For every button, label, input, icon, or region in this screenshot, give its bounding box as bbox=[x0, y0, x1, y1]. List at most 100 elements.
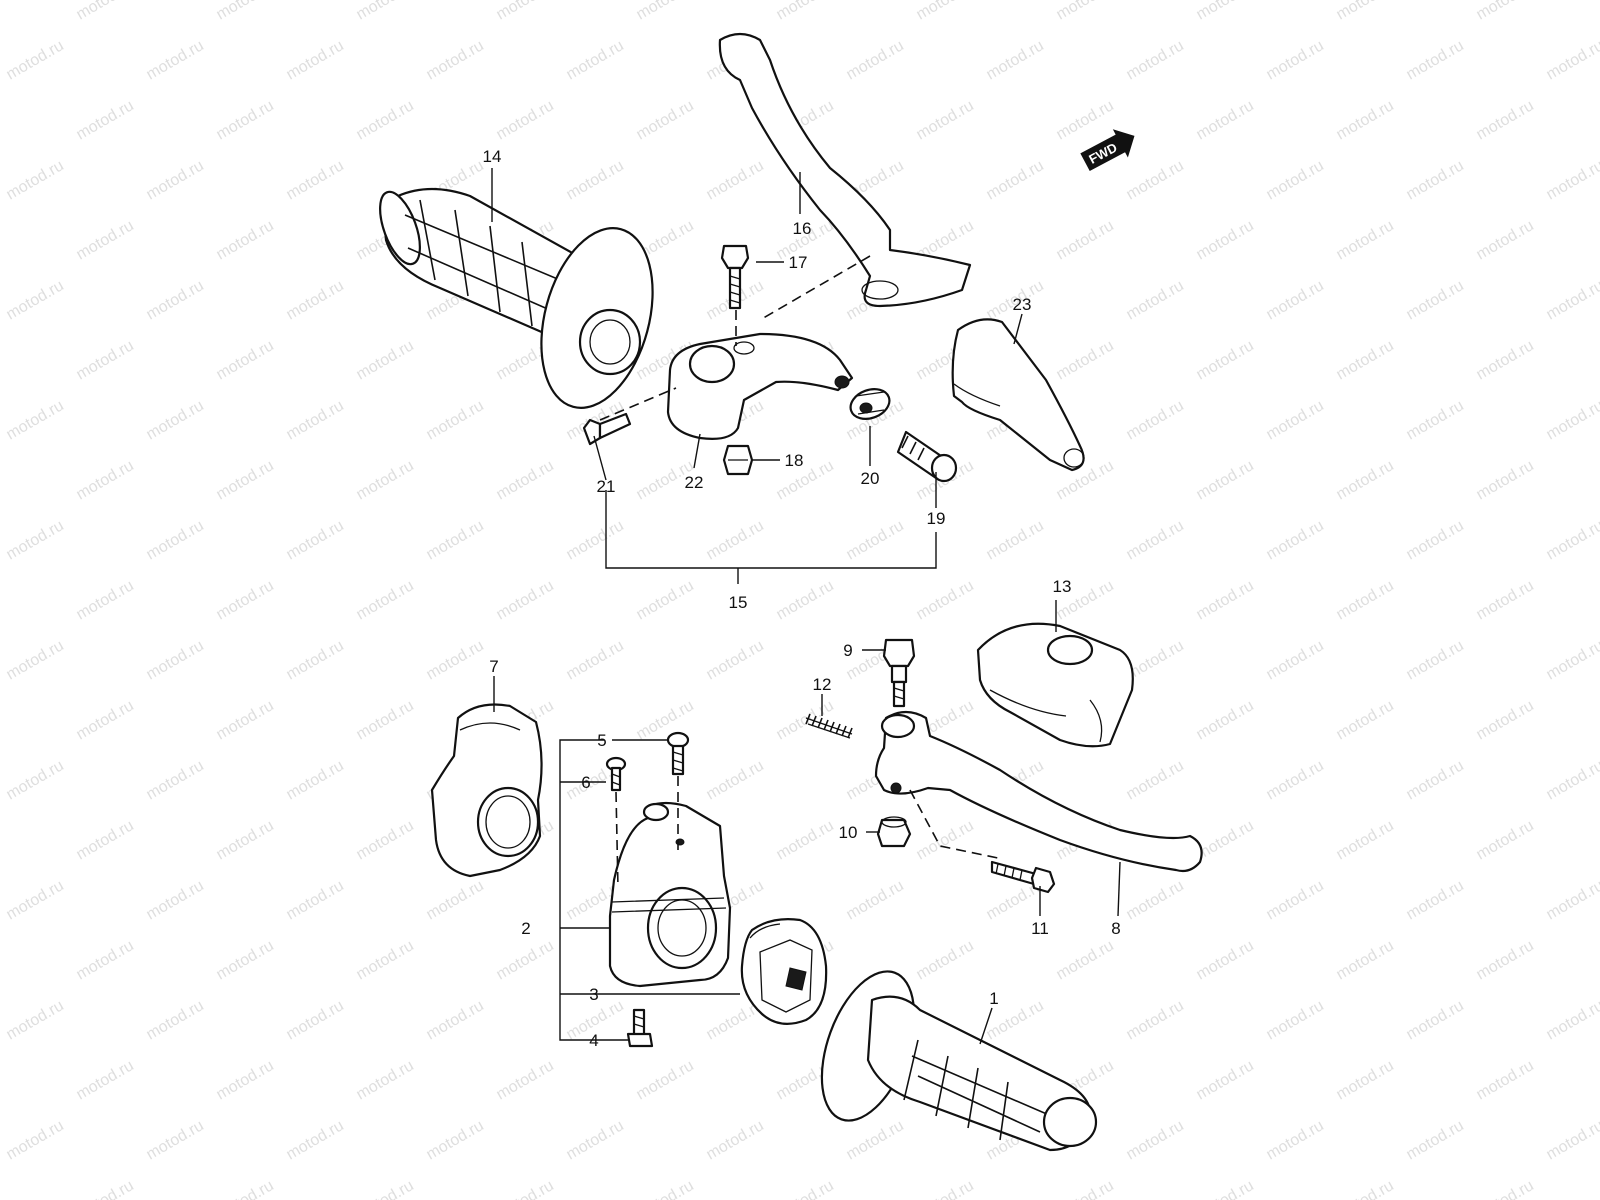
label-20: 20 bbox=[861, 469, 880, 488]
watermark-text: motod.ru bbox=[704, 637, 767, 683]
watermark-text: motod.ru bbox=[1474, 1057, 1537, 1103]
watermark-text: motod.ru bbox=[1264, 397, 1327, 443]
watermark-text: motod.ru bbox=[1544, 637, 1600, 683]
watermark-text: motod.ru bbox=[424, 397, 487, 443]
watermark-text: motod.ru bbox=[284, 997, 347, 1043]
watermark-text: motod.ru bbox=[74, 1177, 137, 1200]
watermark-text: motod.ru bbox=[1334, 1057, 1397, 1103]
watermark-text: motod.ru bbox=[1404, 277, 1467, 323]
watermark-text: motod.ru bbox=[1544, 757, 1600, 803]
callout-labels: 14 16 17 23 18 21 22 20 19 15 13 9 12 7 … bbox=[483, 147, 1121, 1050]
watermark-text: motod.ru bbox=[1194, 577, 1257, 623]
watermark-text: motod.ru bbox=[354, 457, 417, 503]
watermark-text: motod.ru bbox=[214, 817, 277, 863]
watermark-text: motod.ru bbox=[4, 157, 67, 203]
watermark-text: motod.ru bbox=[424, 877, 487, 923]
watermark-text: motod.ru bbox=[1544, 877, 1600, 923]
watermark-text: motod.ru bbox=[1054, 1177, 1117, 1200]
watermark-text: motod.ru bbox=[144, 757, 207, 803]
watermark-text: motod.ru bbox=[564, 37, 627, 83]
watermark-text: motod.ru bbox=[74, 217, 137, 263]
part-10-nut bbox=[876, 816, 912, 848]
part-17-bolt bbox=[720, 244, 750, 310]
watermark-text: motod.ru bbox=[74, 817, 137, 863]
label-21: 21 bbox=[597, 477, 616, 496]
watermark-text: motod.ru bbox=[424, 517, 487, 563]
watermark-text: motod.ru bbox=[1334, 817, 1397, 863]
watermark-text: motod.ru bbox=[914, 937, 977, 983]
watermark-text: motod.ru bbox=[1334, 217, 1397, 263]
watermark-text: motod.ru bbox=[1544, 517, 1600, 563]
watermark-text: motod.ru bbox=[1054, 0, 1117, 23]
watermark-text: motod.ru bbox=[564, 637, 627, 683]
watermark-text: motod.ru bbox=[1264, 1117, 1327, 1163]
bracket-switch-assembly bbox=[559, 739, 628, 1041]
watermark-text: motod.ru bbox=[1264, 757, 1327, 803]
watermark-text: motod.ru bbox=[214, 697, 277, 743]
watermark-text: motod.ru bbox=[1194, 697, 1257, 743]
watermark-text: motod.ru bbox=[634, 97, 697, 143]
watermark-text: motod.ru bbox=[774, 457, 837, 503]
watermark-text: motod.ru bbox=[1124, 397, 1187, 443]
watermark-text: motod.ru bbox=[1194, 817, 1257, 863]
part-18-nut bbox=[722, 444, 754, 476]
part-1-throttle-grip bbox=[820, 970, 1098, 1152]
watermark-text: motod.ru bbox=[1474, 1177, 1537, 1200]
watermark-text: motod.ru bbox=[354, 817, 417, 863]
label-7: 7 bbox=[489, 657, 498, 676]
watermark-text: motod.ru bbox=[4, 757, 67, 803]
watermark-text: motod.ru bbox=[74, 937, 137, 983]
label-9: 9 bbox=[843, 641, 852, 660]
watermark-text: motod.ru bbox=[1544, 277, 1600, 323]
label-16: 16 bbox=[793, 219, 812, 238]
watermark-text: motod.ru bbox=[704, 1117, 767, 1163]
watermark-text: motod.ru bbox=[1054, 217, 1117, 263]
watermark-text: motod.ru bbox=[1124, 1117, 1187, 1163]
part-9-pivot-bolt bbox=[882, 638, 916, 708]
watermark-text: motod.ru bbox=[1124, 877, 1187, 923]
watermark-text: motod.ru bbox=[1334, 97, 1397, 143]
watermark-text: motod.ru bbox=[1404, 157, 1467, 203]
watermark-text: motod.ru bbox=[704, 757, 767, 803]
part-3-switch-plate bbox=[740, 918, 828, 1025]
watermark-text: motod.ru bbox=[564, 157, 627, 203]
watermark-text: motod.ru bbox=[494, 457, 557, 503]
label-11: 11 bbox=[1031, 919, 1049, 938]
part-14-left-grip bbox=[379, 187, 654, 409]
watermark-text: motod.ru bbox=[1124, 277, 1187, 323]
label-1: 1 bbox=[989, 989, 998, 1008]
label-23: 23 bbox=[1013, 295, 1032, 314]
watermark-text: motod.ru bbox=[1334, 1177, 1397, 1200]
watermark-text: motod.ru bbox=[1474, 697, 1537, 743]
watermark-text: motod.ru bbox=[1544, 157, 1600, 203]
watermark-text: motod.ru bbox=[424, 637, 487, 683]
watermark-text: motod.ru bbox=[914, 577, 977, 623]
watermark-text: motod.ru bbox=[564, 1117, 627, 1163]
label-6: 6 bbox=[581, 773, 590, 792]
watermark-text: motod.ru bbox=[284, 757, 347, 803]
part-6-screw bbox=[605, 756, 627, 792]
assembly-line-upper bbox=[759, 255, 871, 321]
watermark-text: motod.ru bbox=[1194, 1057, 1257, 1103]
part-4-screw bbox=[626, 1008, 654, 1048]
watermark-text: motod.ru bbox=[284, 1117, 347, 1163]
watermark-text: motod.ru bbox=[144, 157, 207, 203]
watermark-text: motod.ru bbox=[1264, 157, 1327, 203]
watermark-text: motod.ru bbox=[1334, 697, 1397, 743]
part-19-cable-adjuster bbox=[896, 430, 958, 483]
watermark-text: motod.ru bbox=[354, 577, 417, 623]
watermark-text: motod.ru bbox=[1054, 97, 1117, 143]
watermark-text: motod.ru bbox=[1194, 0, 1257, 23]
watermark-text: motod.ru bbox=[1264, 517, 1327, 563]
part-22-lever-holder bbox=[666, 332, 854, 440]
fwd-direction-badge: FWD bbox=[1080, 129, 1135, 172]
watermark-text: motod.ru bbox=[284, 877, 347, 923]
watermark-text: motod.ru bbox=[1124, 997, 1187, 1043]
watermark-text: motod.ru bbox=[424, 997, 487, 1043]
label-14: 14 bbox=[483, 147, 502, 166]
watermark-text: motod.ru bbox=[284, 157, 347, 203]
watermark-text: motod.ru bbox=[1054, 937, 1117, 983]
watermark-text: motod.ru bbox=[1264, 997, 1327, 1043]
watermark-text: motod.ru bbox=[284, 517, 347, 563]
